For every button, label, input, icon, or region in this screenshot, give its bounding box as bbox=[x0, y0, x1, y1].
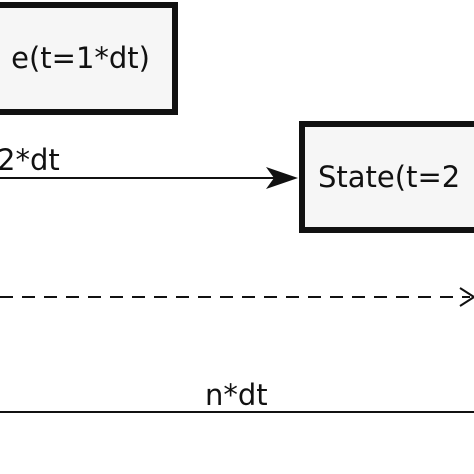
state-label-t2: State(t=2 bbox=[318, 159, 461, 194]
arrowhead-filled bbox=[266, 167, 298, 189]
state-label-t1: e(t=1*dt) bbox=[11, 41, 150, 75]
edge-label-2dt: 2*dt bbox=[0, 143, 60, 177]
arrowhead-open bbox=[459, 287, 474, 307]
state-box-t1: e(t=1*dt) bbox=[0, 2, 178, 115]
state-box-t2: State(t=2 bbox=[299, 121, 474, 233]
edge-label-ndt: n*dt bbox=[205, 378, 268, 412]
